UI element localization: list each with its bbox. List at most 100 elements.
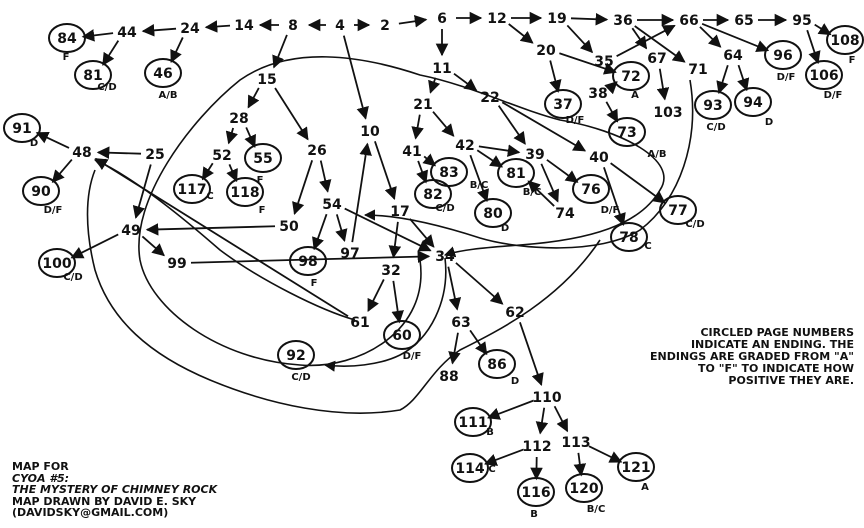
edge-14-to-24 [204, 20, 231, 33]
page-number-4: 4 [335, 18, 345, 34]
page-node-90: 90D/F [22, 176, 62, 216]
ending-circle-118 [226, 177, 264, 207]
edge-74-to-81b [527, 180, 555, 207]
legend-note: Circled page numbers indicate an ending.… [650, 326, 854, 387]
ending-circle-81a [74, 60, 112, 90]
page-node-66: 66 [679, 13, 698, 29]
ending-circle-81b [497, 158, 535, 188]
page-number-62: 62 [505, 305, 524, 321]
page-number-106: 106 [809, 68, 838, 84]
page-node-97: 97 [340, 246, 359, 262]
edge-22-to-39 [497, 105, 526, 145]
ending-grade-81a: C/D [97, 82, 116, 93]
page-number-46: 46 [153, 66, 172, 82]
edge-99-to-34 [190, 250, 431, 264]
page-number-94: 94 [743, 95, 763, 111]
edge-17-to-32 [388, 221, 402, 259]
ending-circle-86 [478, 349, 516, 379]
page-node-48: 48 [72, 145, 91, 161]
ending-grade-98: F [311, 278, 318, 289]
page-number-108: 108 [830, 33, 859, 49]
page-node-21: 21 [413, 97, 432, 113]
page-node-24: 24 [180, 21, 200, 37]
edge-113-to-120 [573, 452, 587, 477]
page-node-93: 93C/D [694, 90, 732, 133]
ending-circle-37 [544, 89, 582, 119]
edge-63-to-88 [448, 332, 461, 365]
ending-circle-111 [454, 407, 492, 437]
page-number-78: 78 [619, 230, 638, 246]
page-number-88: 88 [439, 369, 458, 385]
page-number-2: 2 [380, 18, 390, 34]
edge-66-to-64 [699, 26, 722, 48]
ending-grade-84: F [63, 52, 70, 63]
edge-24-to-44 [141, 24, 177, 37]
ending-grade-111: B [486, 427, 494, 438]
edge-52-to-117 [201, 162, 214, 181]
page-number-37: 37 [553, 97, 572, 113]
page-node-88: 88 [439, 369, 458, 385]
ending-grade-77: C/D [685, 219, 704, 230]
page-number-26: 26 [307, 143, 326, 159]
edge-25-to-49 [132, 164, 152, 219]
page-node-81b: 81B/C [497, 158, 541, 198]
ending-grade-86: D [511, 376, 519, 387]
page-node-77: 77C/D [659, 195, 705, 230]
page-node-10: 10 [360, 124, 380, 140]
edge-110-to-112 [535, 407, 549, 435]
credits-line-1: Map for [12, 460, 69, 473]
ending-grade-78: C [644, 241, 651, 252]
page-number-83: 83 [439, 165, 458, 181]
edge-10-to-17 [374, 141, 397, 201]
ending-grade-91: D [30, 138, 38, 149]
edge-64-to-93 [716, 64, 729, 95]
page-number-21: 21 [413, 97, 432, 113]
ending-grade-94: D [765, 117, 773, 128]
edge-40-to-77 [610, 162, 666, 204]
page-number-113: 113 [561, 435, 590, 451]
ending-circle-98 [289, 246, 327, 276]
page-node-32: 32 [381, 263, 400, 279]
page-node-99: 99 [167, 256, 186, 272]
edge-42-to-39 [478, 144, 521, 157]
edge-2-to-6 [398, 15, 428, 28]
page-number-55: 55 [253, 151, 272, 167]
edge-110-to-111 [486, 399, 535, 420]
page-node-71: 71 [688, 62, 707, 78]
edge-8-to-15 [272, 34, 288, 69]
loop-line-lower [86, 169, 601, 414]
page-node-78: 78C [610, 222, 652, 252]
edge-52-to-118 [226, 163, 238, 183]
page-node-55: 55F [244, 143, 282, 186]
page-number-38: 38 [588, 86, 607, 102]
page-number-17: 17 [390, 204, 409, 220]
page-node-62: 62 [505, 305, 524, 321]
page-node-25: 25 [145, 147, 164, 163]
edge-44-to-81a [102, 40, 120, 66]
page-number-73: 73 [617, 125, 636, 141]
edge-19-to-36 [570, 12, 609, 26]
edge-15-to-26 [274, 87, 309, 141]
page-number-118: 118 [230, 185, 259, 201]
ending-circle-72 [612, 61, 650, 91]
page-number-93: 93 [703, 98, 722, 114]
ending-circle-91 [3, 113, 41, 143]
page-node-72: 72A [612, 61, 650, 101]
page-node-4: 4 [335, 18, 345, 34]
edge-22-to-40 [501, 101, 587, 152]
ending-circle-94 [734, 87, 772, 117]
page-node-113: 113 [561, 435, 590, 451]
edge-48-to-90 [51, 158, 73, 183]
page-node-39: 39 [525, 147, 544, 163]
page-node-86: 86D [478, 349, 519, 387]
edge-19-to-35 [566, 24, 594, 54]
page-node-95: 95 [792, 13, 811, 29]
page-number-6: 6 [437, 11, 447, 27]
page-node-19: 19 [547, 11, 566, 27]
page-number-120: 120 [569, 481, 598, 497]
page-node-67: 67 [647, 51, 666, 67]
page-number-74: 74 [555, 206, 575, 222]
ending-grade-83: B/C [470, 180, 489, 191]
page-node-12: 12 [487, 11, 506, 27]
page-number-117: 117 [177, 182, 206, 198]
